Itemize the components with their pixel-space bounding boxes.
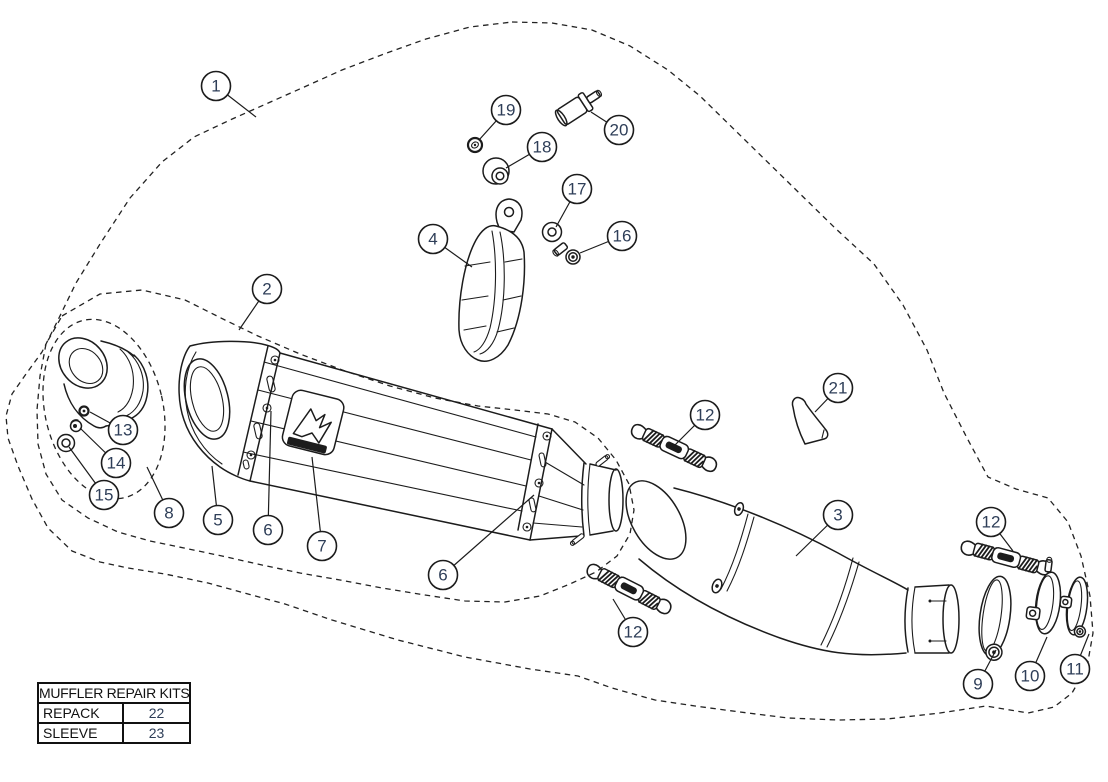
svg-text:4: 4 xyxy=(428,230,437,249)
callout-5: 5 xyxy=(202,465,234,536)
spring-hook-tab xyxy=(711,578,723,594)
callout-12-top: 12 xyxy=(673,399,721,447)
kit-number: 22 xyxy=(122,702,191,724)
table-header-row: MUFFLER REPAIR KITS xyxy=(37,682,191,704)
callout-6-rear: 6 xyxy=(427,494,535,591)
akrapovic-wordmark xyxy=(287,436,327,454)
table-title: MUFFLER REPAIR KITS xyxy=(37,682,191,704)
svg-text:7: 7 xyxy=(317,537,326,556)
spring-hook-pin xyxy=(595,454,611,467)
svg-text:14: 14 xyxy=(107,454,126,473)
part-11-bracket-clamp xyxy=(1059,576,1089,638)
svg-text:13: 13 xyxy=(114,421,133,440)
muffler-outlet-opening xyxy=(183,358,231,440)
svg-text:19: 19 xyxy=(497,101,516,120)
callout-7: 7 xyxy=(306,456,338,562)
akrapovic-badge xyxy=(281,389,345,456)
callout-12-left: 12 xyxy=(612,598,649,648)
part-12-spring-left xyxy=(583,560,675,618)
muffler-assembly-outline xyxy=(36,289,635,603)
endcap-kit-outline xyxy=(42,318,166,500)
svg-text:17: 17 xyxy=(568,180,587,199)
callout-2: 2 xyxy=(238,273,283,331)
part-10-bracket-clamp xyxy=(1025,556,1062,635)
callout-4: 4 xyxy=(417,223,473,268)
front-rivet-band xyxy=(237,345,280,476)
svg-text:10: 10 xyxy=(1021,667,1040,686)
part-21-rubber-damper xyxy=(791,396,829,445)
part-14-screw xyxy=(69,419,83,433)
part-16-bolt xyxy=(552,242,581,265)
svg-text:21: 21 xyxy=(829,379,848,398)
part-13-oring xyxy=(78,405,90,417)
svg-text:20: 20 xyxy=(610,121,629,140)
repair-kits-table: MUFFLER REPAIR KITS REPACK 22 SLEEVE 23 xyxy=(37,682,191,744)
svg-text:1: 1 xyxy=(211,77,220,96)
svg-text:5: 5 xyxy=(213,511,222,530)
table-row: SLEEVE 23 xyxy=(37,722,191,744)
part-12-spring-right xyxy=(958,537,1054,578)
svg-text:12: 12 xyxy=(624,623,643,642)
muffler-front-cap xyxy=(178,340,281,482)
part-8-endcap-tailpipe xyxy=(58,337,149,429)
part-18-grommet xyxy=(482,157,510,185)
svg-text:3: 3 xyxy=(833,506,842,525)
kit-number: 23 xyxy=(122,722,191,744)
table-row: REPACK 22 xyxy=(37,702,191,724)
kit-name: REPACK xyxy=(37,702,124,724)
callout-17: 17 xyxy=(555,173,593,228)
callout-18: 18 xyxy=(505,131,558,169)
svg-text:6: 6 xyxy=(438,566,447,585)
svg-text:12: 12 xyxy=(696,406,715,425)
callout-11: 11 xyxy=(1059,633,1091,685)
callout-3: 3 xyxy=(795,499,854,557)
svg-text:2: 2 xyxy=(262,280,271,299)
outer-kit-boundary-outline xyxy=(5,21,1094,721)
muffler-inlet-sleeve xyxy=(529,428,624,546)
callout-14: 14 xyxy=(79,427,132,479)
callout-15: 15 xyxy=(68,446,120,511)
callout-16: 16 xyxy=(579,220,638,254)
callout-12-right: 12 xyxy=(975,506,1014,552)
svg-text:8: 8 xyxy=(164,504,173,523)
part-20-retainer-pin xyxy=(554,89,603,127)
callout-1: 1 xyxy=(200,70,257,118)
svg-text:11: 11 xyxy=(1066,660,1084,679)
callout-13: 13 xyxy=(89,411,139,446)
part-19-nut xyxy=(466,136,484,154)
part-17-washer xyxy=(541,221,563,243)
callout-6-front: 6 xyxy=(252,410,284,546)
kit-name: SLEEVE xyxy=(37,722,124,744)
part-3-link-pipe xyxy=(625,480,960,656)
svg-text:18: 18 xyxy=(533,138,552,157)
akrapovic-arrow-logo-icon xyxy=(292,408,332,444)
spring-hook-pin xyxy=(569,533,585,546)
svg-text:9: 9 xyxy=(973,675,982,694)
callout-8: 8 xyxy=(146,466,185,529)
callout-21: 21 xyxy=(814,372,854,413)
part-15-washer xyxy=(56,433,76,453)
rear-rivet-band xyxy=(517,423,553,541)
svg-text:15: 15 xyxy=(95,486,114,505)
callout-10: 10 xyxy=(1014,636,1048,692)
callout-20: 20 xyxy=(590,111,635,146)
svg-text:16: 16 xyxy=(613,227,632,246)
svg-text:12: 12 xyxy=(982,513,1001,532)
muffler-body xyxy=(178,340,624,546)
part-9-pipe-clamp xyxy=(978,575,1012,661)
svg-text:6: 6 xyxy=(263,521,272,540)
part-4-muffler-bracket xyxy=(458,198,526,362)
spring-hook-tab xyxy=(733,501,745,517)
callout-19: 19 xyxy=(478,94,522,141)
callout-9: 9 xyxy=(962,649,997,700)
